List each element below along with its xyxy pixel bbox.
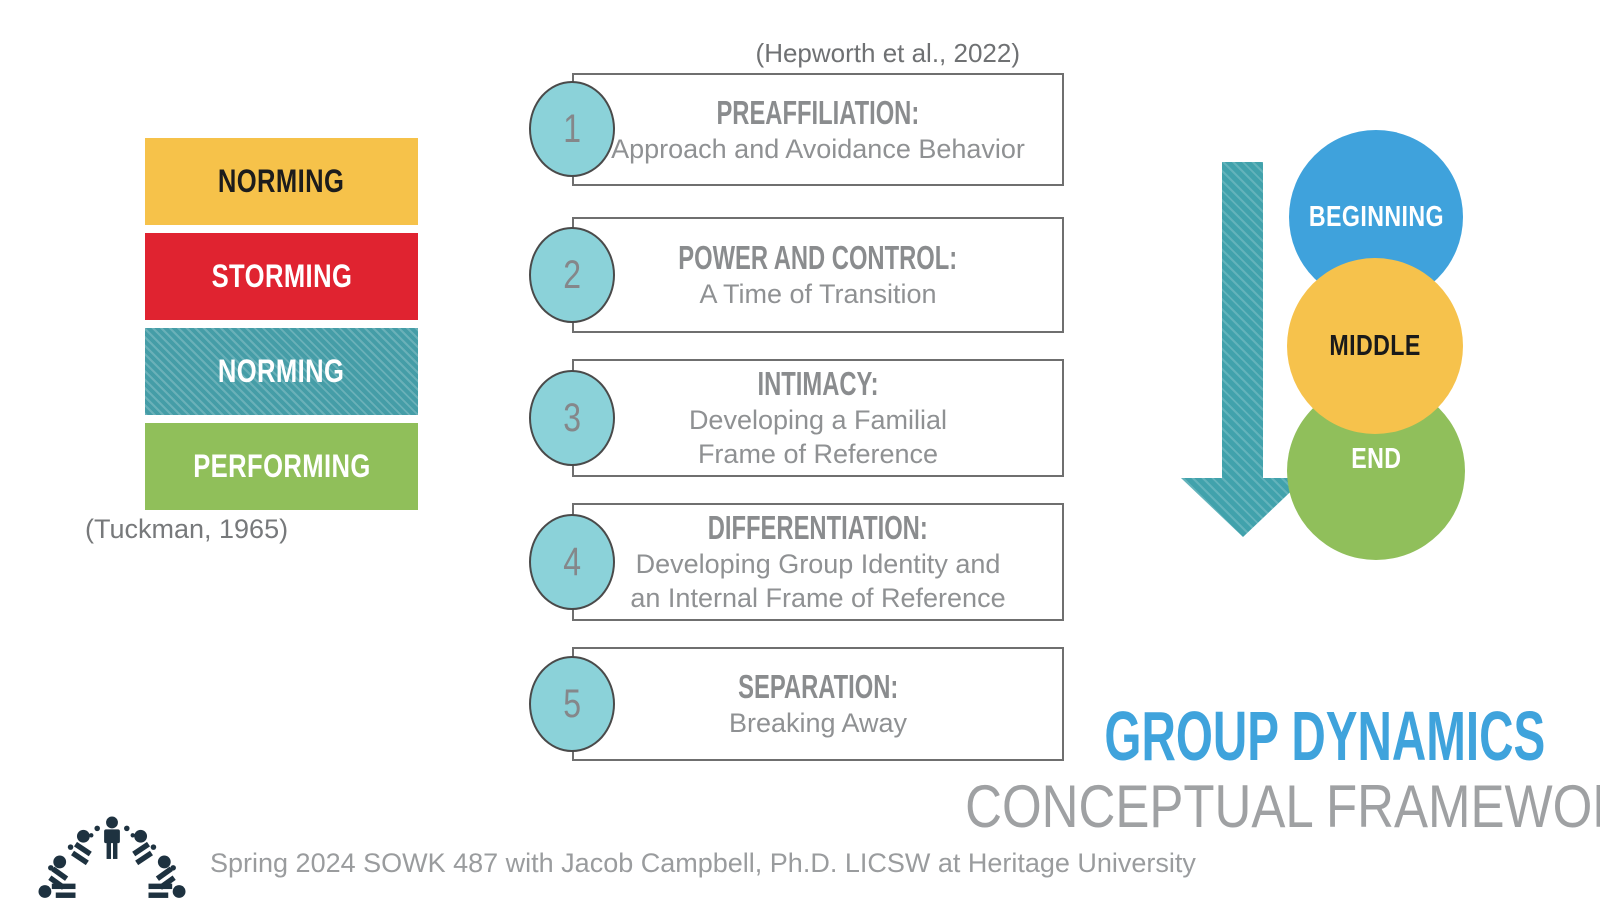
stage-subtitle: Breaking Away [728,708,908,738]
stage-title: DIFFERENTIATION: [665,509,971,547]
stage-title: PREAFFILIATION: [677,94,959,132]
phase-circle-middle: MIDDLE [1287,258,1463,434]
tuckman-bar-label: NORMING [218,163,345,199]
slide-title: GROUP DYNAMICS [845,700,1545,772]
stage-number: 4 [563,539,581,584]
slide-subtitle-text: CONCEPTUAL FRAMEWORK [965,773,1600,840]
stage-number-badge-5: 5 [529,656,615,752]
stage-number-badge-3: 3 [529,370,615,466]
phase-label: BEGINNING [1308,200,1444,233]
stage-subtitle: Developing Group Identity and [635,549,1001,579]
stage-subtitle: Developing a Familial [688,405,948,435]
stage-title-text: DIFFERENTIATION: [708,509,928,546]
stage-box-intimacy: INTIMACY: Developing a Familial Frame of… [572,359,1064,477]
slide-subtitle: CONCEPTUAL FRAMEWORK [842,776,1600,838]
stage-box-separation: SEPARATION: Breaking Away [572,647,1064,761]
stage-subtitle: Approach and Avoidance Behavior [611,133,1025,164]
tuckman-bar-norming: NORMING [145,328,418,415]
stage-box-differentiation: DIFFERENTIATION: Developing Group Identi… [572,503,1064,621]
stage-number: 3 [563,395,581,440]
tuckman-bar-label: PERFORMING [192,448,371,484]
hepworth-citation: (Hepworth et al., 2022) [755,38,1020,68]
stage-subtitle: Frame of Reference [697,439,939,469]
tuckman-citation: (Tuckman, 1965) [85,514,289,544]
stage-title-text: POWER AND CONTROL: [678,239,958,276]
footer-course-info: Spring 2024 SOWK 487 with Jacob Campbell… [210,848,1196,878]
stage-title: POWER AND CONTROL: [624,239,1011,277]
stage-title-text: INTIMACY: [757,365,879,402]
stage-number-badge-2: 2 [529,227,615,323]
phase-label: MIDDLE [1329,329,1421,362]
stage-title: INTIMACY: [734,365,902,403]
stage-number: 2 [563,252,581,297]
stage-title-text: PREAFFILIATION: [716,93,920,131]
tuckman-bar-performing: PERFORMING [145,423,418,510]
stage-number: 1 [563,106,581,151]
stage-number-badge-4: 4 [529,514,615,610]
stage-number-badge-1: 1 [529,81,615,177]
stage-title: SEPARATION: [707,668,929,706]
stage-number: 5 [563,681,581,726]
slide-title-text: GROUP DYNAMICS [1104,697,1545,775]
stage-title-text: SEPARATION: [737,668,899,705]
phase-label: END [1350,442,1402,475]
stage-subtitle: an Internal Frame of Reference [630,583,1006,613]
group-of-people-logo [38,816,186,898]
tuckman-bar-label: NORMING [218,353,345,389]
tuckman-bar-label: STORMING [211,258,352,294]
stage-subtitle: A Time of Transition [699,279,937,309]
tuckman-bar-forming: NORMING [145,138,418,225]
stage-box-power-control: POWER AND CONTROL: A Time of Transition [572,217,1064,333]
tuckman-bar-storming: STORMING [145,233,418,320]
stage-box-preaffiliation: PREAFFILIATION: Approach and Avoidance B… [572,73,1064,186]
